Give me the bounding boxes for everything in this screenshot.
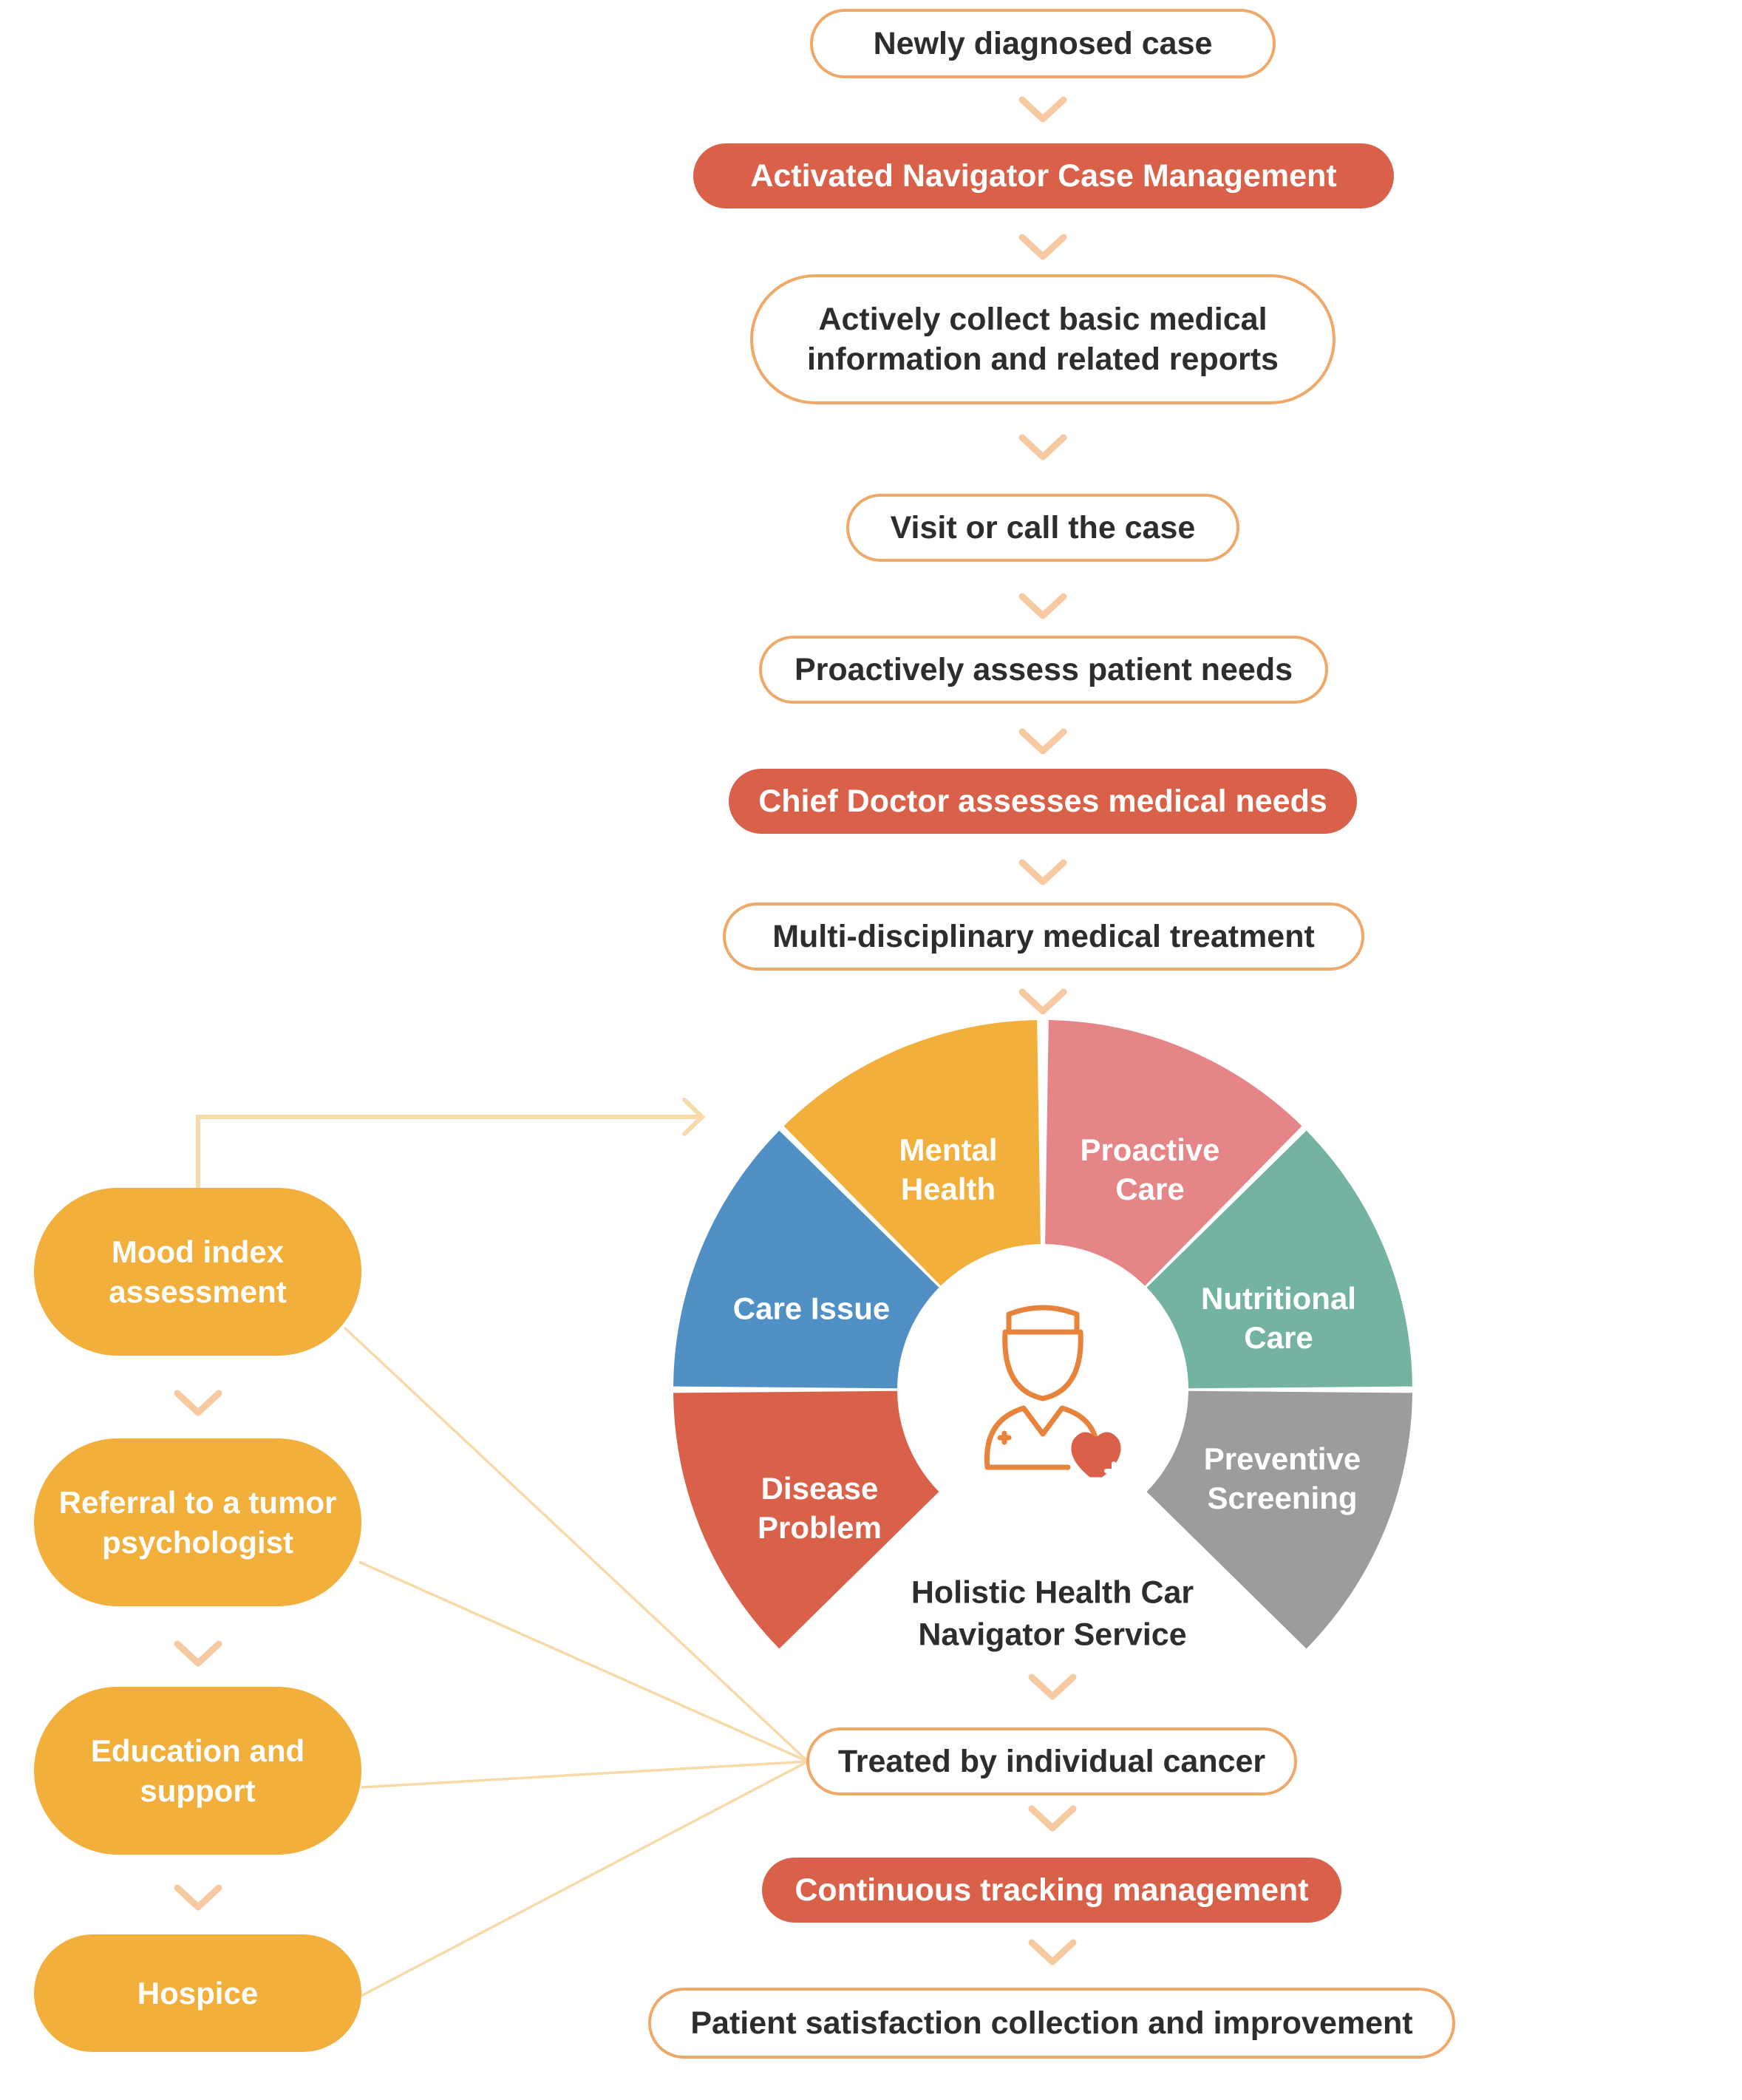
chevron-down-icon [1028,1673,1077,1700]
side-step-2-label-line-2: psychologist [102,1525,293,1560]
chevron-down-icon [174,1390,222,1416]
main-step-box [729,769,1357,834]
bottom-step-3-label-line-1: Patient satisfaction collection and impr… [690,2005,1412,2041]
bottom-step-1: Treated by individual cancer [806,1727,1297,1795]
wheel-center-label-line-2: Navigator Service [918,1617,1186,1653]
connector-line-2 [358,1560,809,1763]
main-step-box [759,636,1328,704]
wheel-segment-2-label-line-2: Care [1115,1172,1184,1206]
wheel-segment-3-label-line-2: Care [1244,1320,1313,1355]
side-step-3-label-line-1: Education and [91,1733,304,1768]
main-step-7-label-line-1: Multi-disciplinary medical treatment [772,919,1315,954]
main-step-3-label-line-2: information and related reports [807,341,1279,377]
main-step-1-label-line-1: Newly diagnosed case [874,26,1213,61]
main-step-4-label-line-1: Visit or call the case [891,510,1196,546]
side-step-1-label-line-1: Mood index [112,1234,285,1269]
side-step-2: Referral to a tumor psychologist [34,1438,361,1606]
chevron-down-icon [1028,1939,1077,1965]
chevron-down-icon [1018,593,1067,619]
connector-line-4 [361,1760,809,1997]
bottom-step-2-label-line-1: Continuous tracking management [795,1872,1308,1908]
wheel-segment-5 [673,1390,939,1649]
chevron-down-icon [1018,859,1067,886]
main-step-7: Multi-disciplinary medical treatment [723,903,1364,971]
wheel-segment-3-label-line-1: Nutritional [1201,1281,1356,1316]
wheel-segment-4-label-line-2: Screening [1207,1481,1357,1515]
side-step-1-label-line-2: assessment [109,1274,287,1309]
side-step-4-label-line-1: Hospice [137,1976,258,2011]
bottom-step-1-label-line-1: Treated by individual cancer [838,1744,1266,1779]
connector-line-3 [361,1760,809,1789]
side-step-3-label-line-2: support [140,1773,255,1808]
wheel-segment-1 [783,1020,1041,1286]
chevron-layer [174,96,1077,1965]
main-step-3: Actively collect basic medical informatio… [750,274,1336,404]
wheel-segment-3 [1146,1130,1412,1389]
main-step-1: Newly diagnosed case [810,9,1276,78]
nurse-heart-icon [984,1305,1123,1481]
chevron-down-icon [1018,434,1067,461]
wheel-segment-1-label-line-2: Health [901,1172,996,1206]
main-step-4: Visit or call the case [846,494,1239,562]
chevron-down-icon [1028,1805,1077,1832]
wheel-segment-2 [1045,1020,1302,1286]
service-wheel: MentalHealthProactiveCareNutritionalCare… [673,1020,1412,1653]
side-step-box [34,1687,361,1855]
bottom-step-box [762,1858,1341,1923]
main-step-box [810,9,1276,78]
side-step-3: Education and support [34,1687,361,1855]
chevron-down-icon [1018,234,1067,260]
main-step-box [723,903,1364,971]
main-step-box [750,274,1336,404]
wheel-segment-4-label-line-1: Preventive [1204,1441,1361,1476]
wheel-segment-5-label-line-1: Disease [761,1471,879,1506]
wheel-segment-5-label-line-2: Problem [758,1510,882,1545]
connector-to-wheel [196,1115,699,1188]
side-step-box [34,1188,361,1356]
chevron-down-icon [174,1640,222,1667]
chevron-down-icon [174,1884,222,1911]
chevron-down-icon [1018,988,1067,1015]
wheel-segment-6 [673,1130,939,1389]
connector-line-1 [343,1326,809,1763]
bottom-step-box [806,1727,1297,1795]
wheel-segment-1-label-line-1: Mental [899,1132,997,1167]
side-step-1: Mood index assessment [34,1188,361,1356]
chevron-down-icon [1018,728,1067,755]
main-step-2: Activated Navigator Case Management [693,143,1394,208]
main-step-5: Proactively assess patient needs [759,636,1328,704]
wheel-center-label-line-1: Holistic Health Car [911,1575,1194,1611]
main-step-6: Chief Doctor assesses medical needs [729,769,1357,834]
side-step-2-label-line-1: Referral to a tumor [59,1485,337,1520]
bottom-step-2: Continuous tracking management [762,1858,1341,1923]
wheel-segment-2-label-line-1: Proactive [1080,1132,1219,1167]
main-step-6-label-line-1: Chief Doctor assesses medical needs [758,784,1327,819]
main-step-box [693,143,1394,208]
wheel-segment-6-label-line-1: Care Issue [733,1291,890,1326]
main-step-box [846,494,1239,562]
arrow-right-icon [682,1098,706,1136]
side-step-box [34,1934,361,2052]
wheel-segment-4 [1146,1390,1412,1649]
side-step-box [34,1438,361,1606]
bottom-step-3: Patient satisfaction collection and impr… [648,1988,1455,2059]
main-step-2-label-line-1: Activated Navigator Case Management [750,158,1336,194]
chevron-down-icon [1018,96,1067,123]
connector-layer [196,1098,809,1997]
side-step-4: Hospice [34,1934,361,2052]
main-step-3-label-line-1: Actively collect basic medical [818,302,1267,337]
bottom-step-box [648,1988,1455,2059]
main-step-5-label-line-1: Proactively assess patient needs [795,652,1293,687]
